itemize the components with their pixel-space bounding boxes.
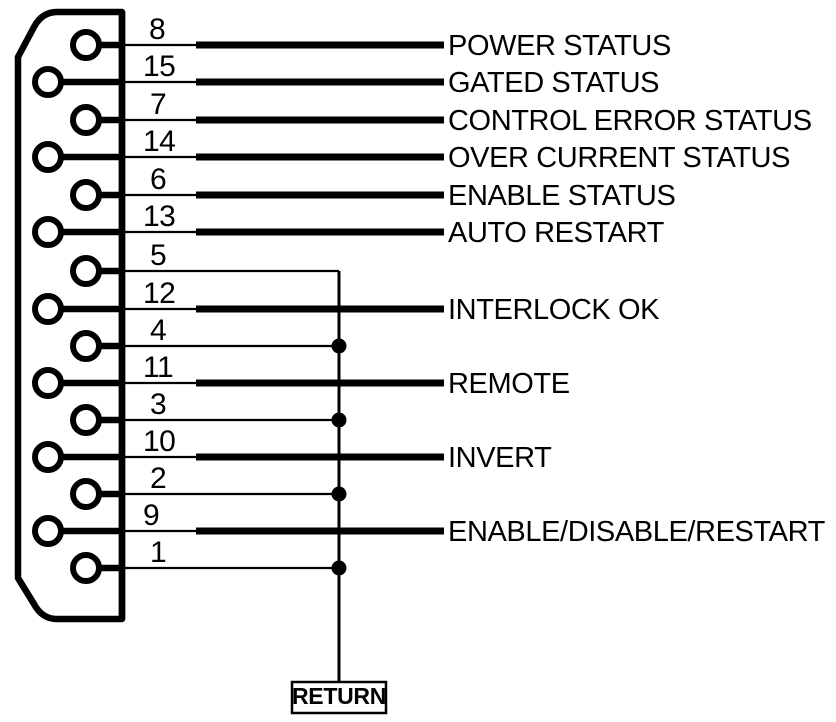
pin-row-1: 1 [70,536,339,584]
pin-row-11: REMOTE 11 [32,351,570,400]
junction-dot-1 [331,560,347,576]
junction-dots-layer [331,338,347,576]
signal-label-12: INTERLOCK OK [448,294,660,326]
junction-dot-2 [331,486,347,502]
pin-row-2: 2 [70,462,339,510]
signal-label-14: OVER CURRENT STATUS [448,142,790,174]
pin-row-9: ENABLE/DISABLE/RESTART 9 [32,499,826,548]
pin-hole-7 [70,104,102,136]
signal-label-9: ENABLE/DISABLE/RESTART [448,516,826,548]
signal-label-10: INVERT [448,442,552,474]
pin-number-7: 7 [150,88,166,121]
pin-row-6: ENABLE STATUS 6 [70,163,676,212]
pin-row-10: INVERT 10 [32,425,553,474]
pin-hole-10 [32,441,64,473]
signal-label-8: POWER STATUS [448,30,671,62]
signal-label-7: CONTROL ERROR STATUS [448,105,812,137]
pin-row-13: AUTO RESTART 13 [32,200,665,249]
pin-number-15: 15 [143,50,175,83]
pin-number-14: 14 [143,125,175,158]
pin-row-14: OVER CURRENT STATUS 14 [32,125,790,174]
return-label: RETURN [292,683,386,709]
pin-number-5: 5 [150,239,166,272]
pin-row-8: POWER STATUS 8 [70,13,671,62]
pin-hole-15 [32,66,64,98]
junction-dot-4 [331,338,347,354]
signal-label-15: GATED STATUS [448,67,659,99]
signal-label-11: REMOTE [448,368,570,400]
pin-number-3: 3 [150,388,166,421]
pin-hole-11 [32,367,64,399]
pin-number-9: 9 [143,499,159,532]
pin-hole-4 [70,330,102,362]
pin-hole-8 [70,29,102,61]
pin-row-15: GATED STATUS 15 [32,50,660,99]
pin-number-2: 2 [150,462,166,495]
pin-hole-1 [70,552,102,584]
pin-hole-6 [70,179,102,211]
pin-hole-3 [70,404,102,436]
signal-label-6: ENABLE STATUS [448,180,675,212]
signal-label-13: AUTO RESTART [448,217,665,249]
pin-row-3: 3 [70,388,339,436]
pin-number-11: 11 [143,351,173,384]
pin-number-10: 10 [143,425,175,458]
pin-number-4: 4 [150,314,166,347]
pin-number-13: 13 [143,200,175,233]
pin-hole-12 [32,293,64,325]
pin-hole-9 [32,515,64,547]
pin-row-4: 4 [70,314,339,362]
pin-hole-2 [70,478,102,510]
pin-number-1: 1 [150,536,166,569]
pin-number-8: 8 [149,13,165,46]
pin-row-12: INTERLOCK OK 12 [32,277,661,326]
pin-number-12: 12 [143,277,175,310]
pin-row-7: CONTROL ERROR STATUS 7 [70,88,812,137]
return-node: RETURN [290,680,388,715]
pin-number-6: 6 [150,163,166,196]
pin-hole-13 [32,216,64,248]
pin-hole-14 [32,141,64,173]
return-box [290,680,388,715]
pin-row-5: 5 [70,239,339,287]
pin-hole-5 [70,255,102,287]
junction-dot-3 [331,412,347,428]
